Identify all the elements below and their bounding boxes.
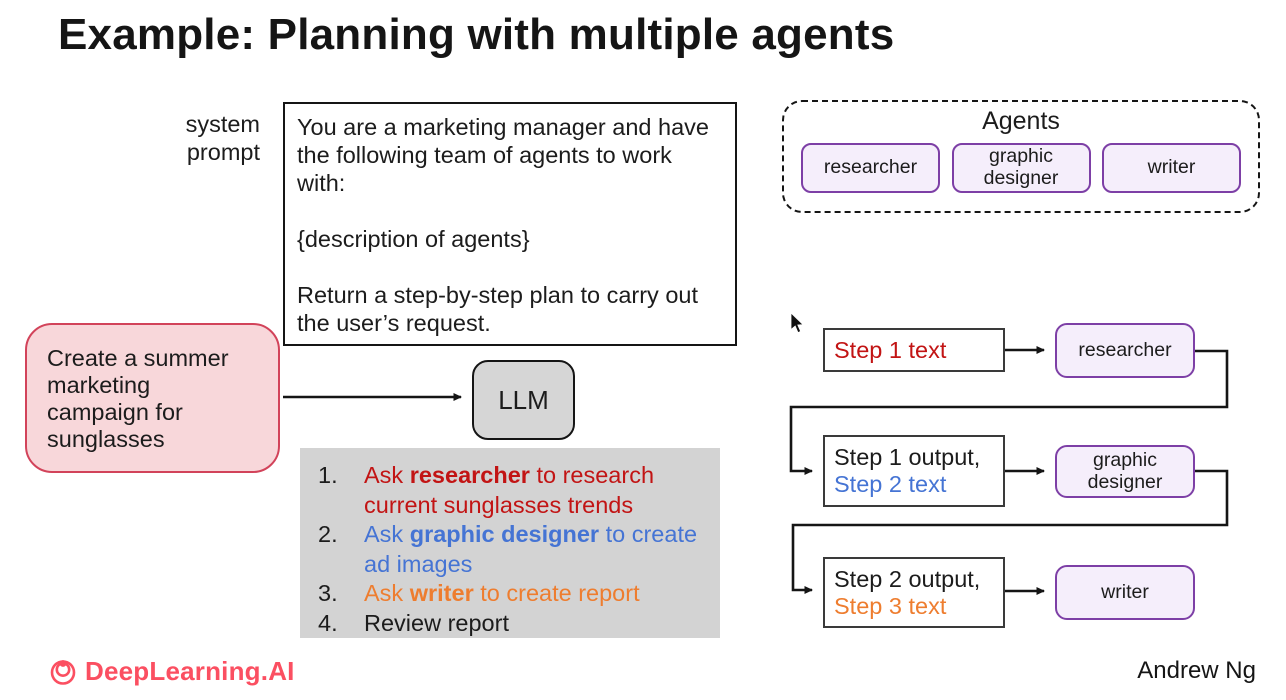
flow-agent-graphic-designer: graphic designer [1055, 445, 1195, 498]
system-prompt-paragraph: You are a marketing manager and have the… [297, 114, 709, 196]
user-request-box: Create a summer marketing campaign for s… [25, 323, 280, 473]
agent-chip-writer: writer [1102, 143, 1241, 193]
flow-step-box-3: Step 2 output, Step 3 text [823, 557, 1005, 628]
plan-item-3: 3. Ask writer to create report [318, 579, 720, 609]
mouse-cursor-icon [790, 313, 804, 334]
plan-item-text: Review report [364, 609, 509, 636]
flow-agent-writer: writer [1055, 565, 1195, 620]
plan-item-text: Ask writer to create report [364, 580, 640, 606]
flow-step-line: Step 1 output, [834, 444, 981, 470]
llm-box: LLM [472, 360, 575, 440]
plan-item-number: 3. [318, 580, 338, 606]
plan-item-number: 2. [318, 521, 338, 547]
flow-step-line: Step 2 output, [834, 565, 981, 592]
flow-step-line: Step 2 text [834, 471, 947, 497]
system-prompt-paragraph: Return a step-by-step plan to carry out … [297, 282, 699, 336]
system-prompt-box: You are a marketing manager and have the… [283, 102, 737, 346]
agents-panel-title: Agents [982, 107, 1060, 135]
agent-chip-graphic-designer: graphic designer [951, 143, 1091, 193]
flow-step-line: Step 3 text [834, 592, 947, 619]
page-title: Example: Planning with multiple agents [58, 10, 895, 59]
plan-item-1: 1. Ask researcher to research current su… [318, 461, 720, 520]
flow-step-line: Step 1 text [834, 336, 947, 363]
plan-item-number: 4. [318, 609, 338, 636]
agents-chip-row: researcher graphic designer writer [784, 143, 1258, 193]
brand-footer: DeepLearning.AI [46, 654, 295, 688]
flow-step-box-1: Step 1 text [823, 328, 1005, 372]
plan-item-2: 2. Ask graphic designer to create ad ima… [318, 520, 720, 579]
system-prompt-label: system prompt [185, 111, 260, 165]
author-name: Andrew Ng [1137, 657, 1256, 684]
system-prompt-paragraph: {description of agents} [297, 226, 530, 252]
agents-panel: Agents researcher graphic designer write… [782, 100, 1260, 213]
plan-item-text: Ask graphic designer to create ad images [364, 521, 698, 577]
flow-agent-researcher: researcher [1055, 323, 1195, 378]
plan-item-text: Ask researcher to research current sungl… [364, 462, 655, 518]
agent-chip-researcher: researcher [801, 143, 940, 193]
flow-step-box-2: Step 1 output, Step 2 text [823, 435, 1005, 507]
plan-item-4: 4. Review report [318, 609, 720, 639]
plan-item-number: 1. [318, 462, 338, 488]
plan-list: 1. Ask researcher to research current su… [300, 448, 720, 638]
brand-name: DeepLearning.AI [85, 655, 295, 686]
deeplearning-ai-logo-icon [50, 660, 76, 685]
